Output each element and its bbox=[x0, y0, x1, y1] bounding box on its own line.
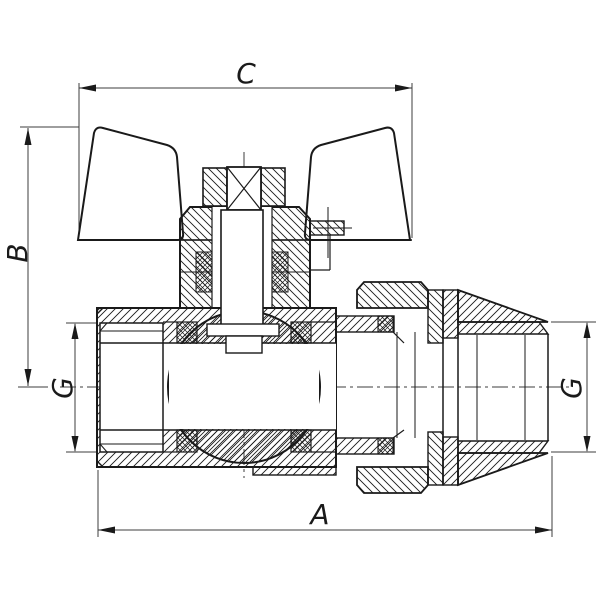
ball-bore bbox=[169, 344, 319, 429]
dim-a-arrow-right bbox=[535, 526, 552, 534]
male-thread-bottom bbox=[457, 440, 550, 454]
dim-b-arrow-bottom bbox=[24, 369, 32, 386]
dim-c-arrow-right bbox=[395, 84, 412, 92]
stem-shaft bbox=[220, 209, 264, 333]
dim-gr-arrow-bottom bbox=[583, 436, 591, 452]
dim-gl-arrow-top bbox=[71, 323, 79, 339]
hub-section-right bbox=[260, 167, 286, 207]
butterfly-handle bbox=[76, 126, 412, 241]
port-chamfer-bottom bbox=[99, 443, 108, 453]
stem bbox=[195, 209, 289, 354]
seat-top-right bbox=[290, 321, 312, 344]
o-ring-bottom bbox=[377, 437, 394, 455]
port-chamfer-top bbox=[99, 322, 108, 332]
seat-bottom-right bbox=[290, 429, 312, 453]
dim-label-g-right: G bbox=[555, 377, 588, 399]
hub-section-left bbox=[202, 167, 228, 207]
seat-bottom-left bbox=[176, 429, 198, 453]
tail-slope-bottom bbox=[392, 429, 405, 439]
tailpiece-flange-top bbox=[442, 289, 459, 339]
body-chamfer-top-left bbox=[96, 307, 104, 315]
o-ring-top bbox=[377, 315, 394, 333]
body-chamfer-bottom-left bbox=[96, 460, 104, 468]
stem-square-diagonal-2 bbox=[226, 166, 262, 211]
ball bbox=[167, 310, 321, 464]
dim-gr-arrow-top bbox=[583, 322, 591, 338]
stem-tongue bbox=[225, 335, 263, 354]
dim-a-arrow-left bbox=[98, 526, 115, 534]
dim-gl-arrow-bottom bbox=[71, 436, 79, 452]
seat-top-left bbox=[176, 321, 198, 344]
male-thread-top bbox=[457, 321, 550, 335]
body-bottom-step bbox=[252, 466, 337, 476]
dimension-a bbox=[97, 456, 553, 537]
dimension-b bbox=[18, 126, 79, 388]
tail-slope-top bbox=[392, 331, 405, 344]
dim-label-c: C bbox=[236, 57, 256, 90]
dim-label-b: B bbox=[1, 243, 34, 262]
dimension-c bbox=[78, 83, 413, 238]
handle-stop-bracket bbox=[309, 207, 352, 271]
nut-wall-top bbox=[427, 289, 444, 344]
tailpiece bbox=[442, 288, 550, 487]
body-tail-thread bbox=[335, 315, 416, 455]
dim-c-arrow-left bbox=[79, 84, 96, 92]
nut-lobe-top bbox=[356, 281, 429, 309]
union-nut bbox=[356, 281, 444, 494]
stem-flange bbox=[206, 323, 280, 337]
tailpiece-flange-bottom bbox=[442, 436, 459, 486]
handle-left-wing bbox=[76, 126, 185, 241]
dimension-g-right bbox=[551, 321, 596, 453]
stem-packing-right bbox=[271, 251, 289, 293]
dim-label-a: A bbox=[308, 498, 329, 531]
stem-packing-left bbox=[195, 251, 213, 293]
nut-wall-bottom bbox=[427, 431, 444, 486]
valve-seats bbox=[176, 321, 312, 453]
dim-label-g-left: G bbox=[46, 377, 79, 399]
handle-hub bbox=[202, 166, 286, 211]
nut-lobe-bottom bbox=[356, 466, 429, 494]
dimension-g-left bbox=[66, 322, 98, 453]
dim-b-arrow-top bbox=[24, 128, 32, 145]
